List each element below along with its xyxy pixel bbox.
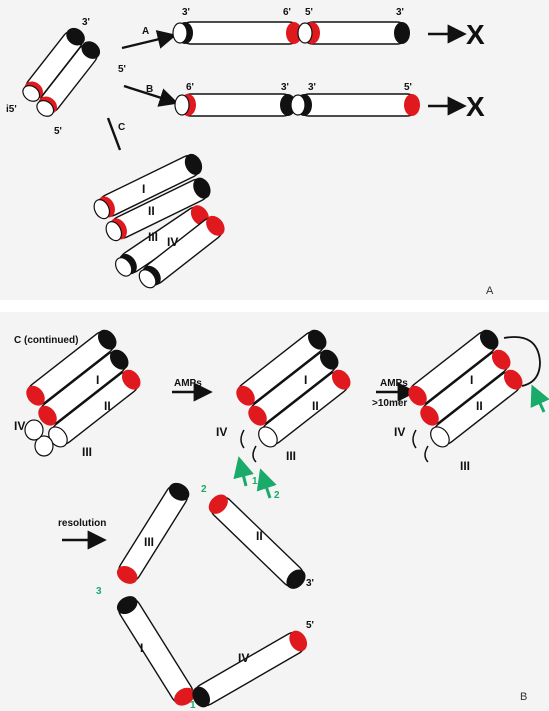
stack-label-ii: II <box>148 204 155 218</box>
g4-structure-3 <box>408 329 541 463</box>
pathway-b-arrow <box>123 84 179 107</box>
resolved-3prime: 3' <box>306 578 314 589</box>
site-label-3-resolved: 3 <box>96 586 102 597</box>
site-label-2-mid: 2 <box>274 490 280 501</box>
g4-2-label-ii: II <box>312 399 319 413</box>
g4-1-label-iii: III <box>82 445 92 459</box>
g4-3-label-i: I <box>470 373 473 387</box>
stack-label-iii: III <box>148 230 158 244</box>
site-label-1-resolved: 1 <box>190 700 196 711</box>
pathway-a-arrow <box>121 30 177 50</box>
c-continued-label: C (continued) <box>14 335 78 346</box>
duplex-label-3prime: 3' <box>82 17 90 28</box>
panel-a-label: A <box>486 285 494 297</box>
cleavage-arrow-1 <box>233 456 254 487</box>
resolved-5prime: 5' <box>306 620 314 631</box>
stack-label-i: I <box>142 182 145 196</box>
g4-2-label-i: I <box>304 373 307 387</box>
g4-3-label-iv: IV <box>394 425 405 439</box>
pathway-a-dead-end: X <box>466 19 485 50</box>
pathway-a-label: A <box>142 26 149 37</box>
g4-2-label-iv: IV <box>216 425 227 439</box>
duplex-label-5prime-left: i5' <box>6 104 17 115</box>
starting-duplex <box>22 27 101 117</box>
amps-label-1: AMPs <box>174 378 202 389</box>
g4-2-label-iii: III <box>286 449 296 463</box>
resolved-label-iv: IV <box>238 651 249 665</box>
pathway-a-product <box>172 21 410 45</box>
panel-b-label: B <box>520 691 527 703</box>
g4-1-label-iv: IV <box>14 419 25 433</box>
g4-structure-1 <box>24 329 141 457</box>
product-b-3prime-left: 3' <box>281 82 289 93</box>
product-a-3prime-right: 3' <box>396 7 404 18</box>
product-a-5prime: 5' <box>305 7 313 18</box>
pathway-c-label: C <box>118 122 125 133</box>
g4-3-label-ii: II <box>476 399 483 413</box>
site-label-2-resolved: 2 <box>201 484 207 495</box>
pathway-b-dead-end: X <box>466 91 485 122</box>
cleavage-arrow-3 <box>530 384 549 413</box>
g4-1-label-ii: II <box>104 399 111 413</box>
amps-10mer-label: >10mer <box>372 398 407 409</box>
pathway-b-product <box>174 93 420 117</box>
pathway-b-label: B <box>146 84 153 95</box>
g4-structure-2 <box>236 329 351 463</box>
duplex-label-5prime-right: 5' <box>118 64 126 75</box>
product-b-6prime: 6' <box>186 82 194 93</box>
resolved-strands <box>116 482 308 708</box>
resolved-label-i: I <box>140 641 143 655</box>
pathway-c-arrow <box>106 117 122 151</box>
duplex-label-5prime-bottom: 5' <box>54 126 62 137</box>
stack-label-iv: IV <box>167 235 178 249</box>
product-a-3prime-left: 3' <box>182 7 190 18</box>
resolution-label: resolution <box>58 518 106 529</box>
product-a-6prime: 6' <box>283 7 291 18</box>
g4-3-label-iii: III <box>460 459 470 473</box>
product-b-5prime: 5' <box>404 82 412 93</box>
resolved-label-iii: III <box>144 535 154 549</box>
site-label-1-mid: 1 <box>252 476 258 487</box>
resolved-label-ii: II <box>256 529 263 543</box>
four-strand-stack <box>93 153 225 289</box>
cleavage-arrow-2 <box>256 468 277 499</box>
g4-1-label-i: I <box>96 373 99 387</box>
amps-label-2: AMPs <box>380 378 408 389</box>
product-b-3prime-right: 3' <box>308 82 316 93</box>
